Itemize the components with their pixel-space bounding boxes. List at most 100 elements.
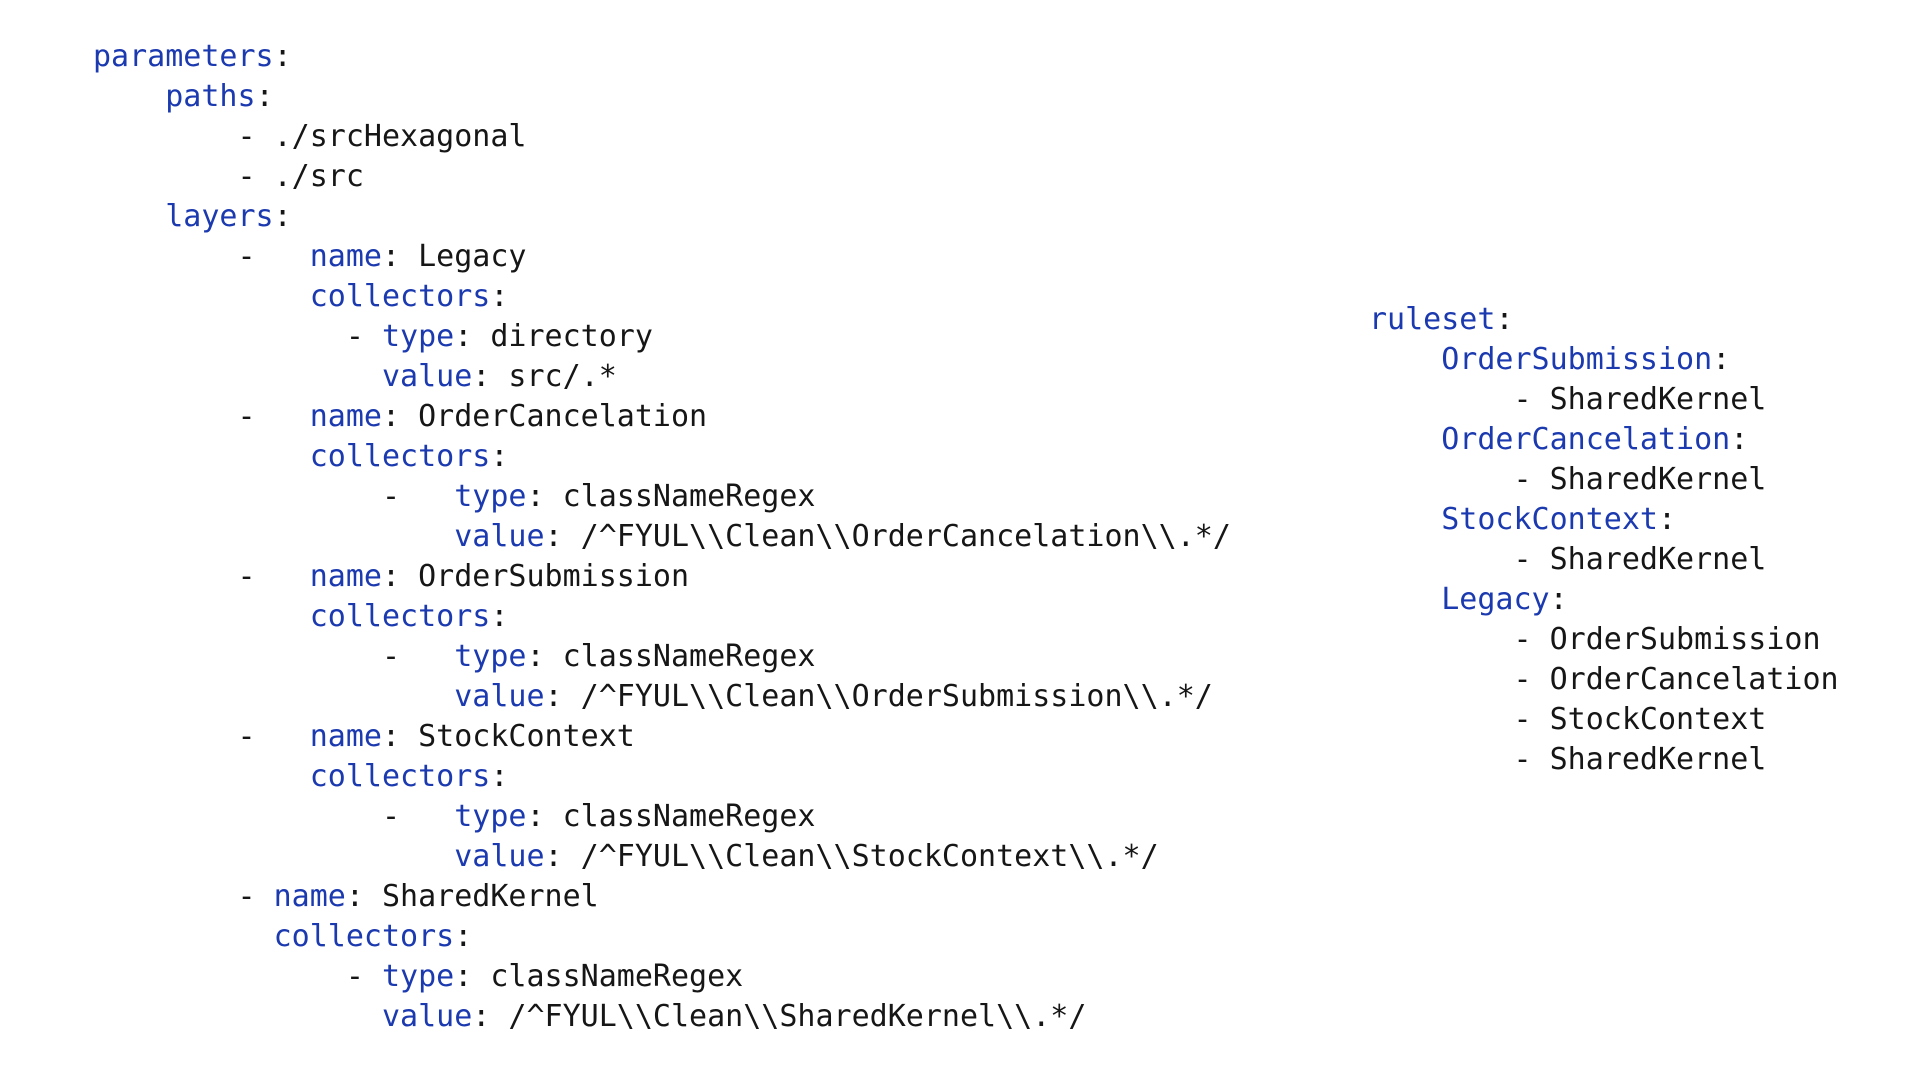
yaml-value-text: : classNameRegex bbox=[526, 639, 816, 674]
yaml-value-text: - bbox=[93, 799, 455, 834]
code-line: value: /^FYUL\\Clean\\StockContext\\.*/ bbox=[93, 837, 1231, 877]
yaml-value-text: - bbox=[93, 959, 382, 994]
yaml-value-text: : src/.* bbox=[472, 359, 617, 394]
yaml-key: parameters bbox=[93, 39, 274, 74]
yaml-key: type bbox=[381, 959, 455, 994]
yaml-value-text: : bbox=[1712, 342, 1731, 377]
yaml-value-text bbox=[93, 79, 165, 114]
yaml-value-text bbox=[93, 919, 274, 954]
yaml-key: collectors bbox=[309, 759, 491, 794]
yaml-key: collectors bbox=[309, 599, 491, 634]
yaml-key: value bbox=[381, 359, 473, 394]
yaml-parameters-block: parameters: paths: - ./srcHexagonal - ./… bbox=[93, 37, 1231, 1037]
code-line: OrderSubmission: bbox=[1369, 340, 1839, 380]
code-line: - name: SharedKernel bbox=[93, 877, 1231, 917]
yaml-key: type bbox=[454, 479, 527, 514]
yaml-value-text: : bbox=[454, 919, 473, 954]
code-line: value: /^FYUL\\Clean\\SharedKernel\\.*/ bbox=[93, 997, 1231, 1037]
code-line: - SharedKernel bbox=[1369, 460, 1839, 500]
yaml-value-text: : bbox=[490, 439, 509, 474]
code-line: - type: directory bbox=[93, 317, 1231, 357]
code-line: value: src/.* bbox=[93, 357, 1231, 397]
yaml-value-text: : /^FYUL\\Clean\\SharedKernel\\.*/ bbox=[472, 999, 1087, 1034]
code-line: - type: classNameRegex bbox=[93, 957, 1231, 997]
yaml-value-text: : bbox=[273, 199, 292, 234]
yaml-key: StockContext bbox=[1441, 502, 1658, 537]
code-line: value: /^FYUL\\Clean\\OrderCancelation\\… bbox=[93, 517, 1231, 557]
yaml-key: OrderCancelation bbox=[1441, 422, 1731, 457]
yaml-value-text: - bbox=[93, 319, 382, 354]
yaml-value-text: : /^FYUL\\Clean\\OrderSubmission\\.*/ bbox=[544, 679, 1213, 714]
yaml-value-text bbox=[93, 199, 165, 234]
yaml-value-text: - bbox=[93, 719, 310, 754]
code-line: - ./srcHexagonal bbox=[93, 117, 1231, 157]
yaml-value-text: - ./src bbox=[93, 159, 364, 194]
code-line: - type: classNameRegex bbox=[93, 797, 1231, 837]
yaml-key: collectors bbox=[309, 439, 491, 474]
yaml-value-text: - SharedKernel bbox=[1369, 742, 1767, 777]
yaml-value-text: - SharedKernel bbox=[1369, 542, 1767, 577]
yaml-value-text: - bbox=[93, 879, 274, 914]
yaml-value-text: - bbox=[93, 479, 455, 514]
yaml-value-text: : bbox=[273, 39, 292, 74]
yaml-key: paths bbox=[165, 79, 256, 114]
code-line: collectors: bbox=[93, 437, 1231, 477]
yaml-value-text: : bbox=[490, 279, 509, 314]
yaml-value-text bbox=[93, 759, 310, 794]
code-line: ruleset: bbox=[1369, 300, 1839, 340]
yaml-value-text bbox=[93, 839, 454, 874]
yaml-value-text: : bbox=[1730, 422, 1749, 457]
yaml-value-text: - OrderCancelation bbox=[1369, 662, 1839, 697]
code-line: parameters: bbox=[93, 37, 1231, 77]
yaml-value-text: - bbox=[93, 239, 310, 274]
yaml-key: name bbox=[309, 399, 382, 434]
yaml-value-text bbox=[1369, 342, 1441, 377]
code-line: - name: StockContext bbox=[93, 717, 1231, 757]
yaml-value-text: : OrderCancelation bbox=[382, 399, 708, 434]
code-line: - SharedKernel bbox=[1369, 740, 1839, 780]
yaml-value-text: : OrderSubmission bbox=[382, 559, 690, 594]
yaml-value-text: : classNameRegex bbox=[526, 479, 816, 514]
yaml-value-text: : SharedKernel bbox=[345, 879, 599, 914]
yaml-value-text bbox=[93, 599, 310, 634]
yaml-key: name bbox=[309, 239, 382, 274]
code-line: - type: classNameRegex bbox=[93, 637, 1231, 677]
yaml-key: value bbox=[381, 999, 473, 1034]
code-line: Legacy: bbox=[1369, 580, 1839, 620]
yaml-value-text: - ./srcHexagonal bbox=[93, 119, 527, 154]
code-line: - type: classNameRegex bbox=[93, 477, 1231, 517]
yaml-key: OrderSubmission bbox=[1441, 342, 1713, 377]
code-line: - ./src bbox=[93, 157, 1231, 197]
code-line: - OrderSubmission bbox=[1369, 620, 1839, 660]
yaml-key: ruleset bbox=[1369, 302, 1496, 337]
code-line: collectors: bbox=[93, 757, 1231, 797]
yaml-value-text: : classNameRegex bbox=[454, 959, 744, 994]
yaml-value-text: - StockContext bbox=[1369, 702, 1767, 737]
code-line: paths: bbox=[93, 77, 1231, 117]
yaml-key: layers bbox=[165, 199, 274, 234]
yaml-value-text: - bbox=[93, 399, 310, 434]
code-line: - name: OrderSubmission bbox=[93, 557, 1231, 597]
yaml-value-text: - SharedKernel bbox=[1369, 462, 1767, 497]
code-line: - OrderCancelation bbox=[1369, 660, 1839, 700]
code-line: StockContext: bbox=[1369, 500, 1839, 540]
yaml-key: Legacy bbox=[1441, 582, 1550, 617]
yaml-value-text: : directory bbox=[454, 319, 653, 354]
yaml-key: value bbox=[454, 519, 545, 554]
yaml-key: type bbox=[454, 639, 527, 674]
code-line: - StockContext bbox=[1369, 700, 1839, 740]
yaml-key: value bbox=[454, 839, 545, 874]
code-line: value: /^FYUL\\Clean\\OrderSubmission\\.… bbox=[93, 677, 1231, 717]
yaml-value-text bbox=[1369, 582, 1441, 617]
yaml-value-text: - bbox=[93, 559, 310, 594]
yaml-value-text: : classNameRegex bbox=[526, 799, 816, 834]
yaml-value-text: : StockContext bbox=[382, 719, 635, 754]
code-line: - name: OrderCancelation bbox=[93, 397, 1231, 437]
yaml-value-text: : /^FYUL\\Clean\\OrderCancelation\\.*/ bbox=[544, 519, 1231, 554]
yaml-key: collectors bbox=[273, 919, 455, 954]
yaml-value-text bbox=[93, 679, 454, 714]
yaml-value-text bbox=[93, 439, 310, 474]
yaml-value-text: : bbox=[490, 599, 509, 634]
code-line: collectors: bbox=[93, 917, 1231, 957]
code-line: collectors: bbox=[93, 597, 1231, 637]
